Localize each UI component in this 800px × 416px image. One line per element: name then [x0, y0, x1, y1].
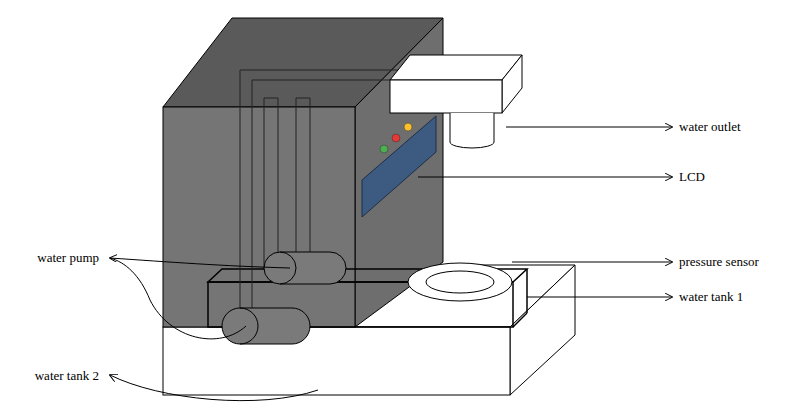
part-label: LCD	[678, 169, 706, 185]
part-label: water pump	[36, 250, 100, 266]
part-label: water outlet	[678, 119, 742, 135]
part-label: water tank 1	[678, 289, 744, 305]
part-label: water tank 2	[34, 368, 100, 384]
part-label: pressure sensor	[678, 254, 760, 270]
